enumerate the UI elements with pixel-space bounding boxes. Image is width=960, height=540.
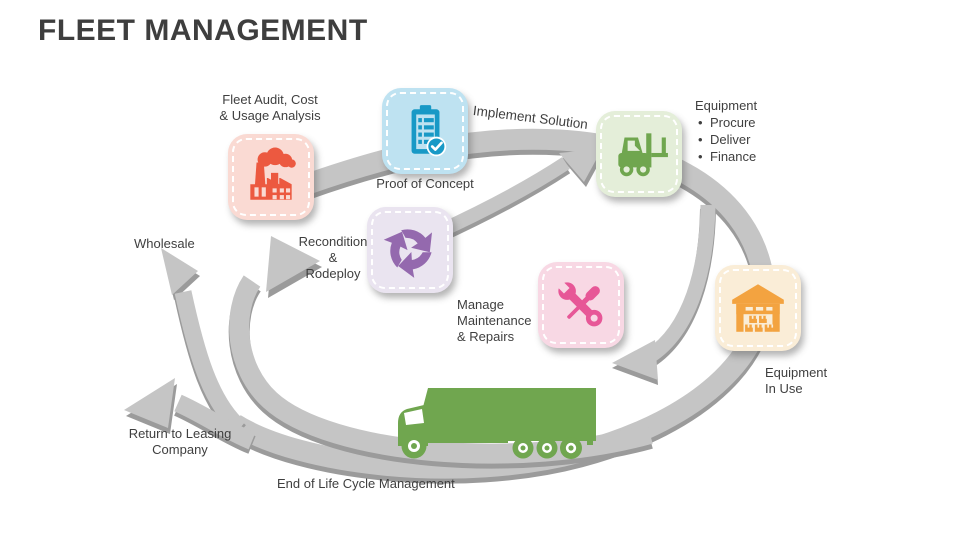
equipment-in-use-label: Equipment In Use bbox=[765, 365, 828, 396]
recondition-label: Recondition & Rodeploy bbox=[298, 234, 368, 281]
tile-equipment bbox=[596, 111, 682, 197]
factory-icon bbox=[250, 147, 296, 200]
truck-icon bbox=[398, 388, 596, 459]
equipment-label: Equipment Procure Deliver Finance bbox=[695, 97, 757, 165]
warehouse-icon bbox=[732, 284, 784, 332]
return-to-leasing-arrow bbox=[124, 378, 256, 454]
tile-equipment-in-use bbox=[715, 265, 801, 351]
tile-manage-maintenance bbox=[538, 262, 624, 348]
tile-recondition bbox=[367, 207, 453, 293]
return-to-leasing-label: Return to Leasing Company bbox=[128, 426, 232, 457]
forklift-icon bbox=[618, 133, 668, 177]
maintenance-loop-arrow bbox=[612, 204, 716, 385]
page-title: FLEET MANAGEMENT bbox=[38, 14, 368, 47]
end-of-life-label: End of Life Cycle Management bbox=[277, 476, 455, 491]
clipboard-check-icon bbox=[411, 105, 447, 157]
tools-icon bbox=[557, 281, 603, 327]
fleet-audit-label: Fleet Audit, Cost & Usage Analysis bbox=[219, 92, 321, 123]
wholesale-label: Wholesale bbox=[134, 236, 195, 251]
recycle-icon bbox=[383, 229, 432, 278]
tile-fleet-audit bbox=[228, 134, 314, 220]
proof-of-concept-label: Proof of Concept bbox=[376, 176, 474, 191]
manage-maintenance-label: Manage Maintenance & Repairs bbox=[457, 297, 532, 344]
tile-proof-of-concept bbox=[382, 88, 468, 174]
